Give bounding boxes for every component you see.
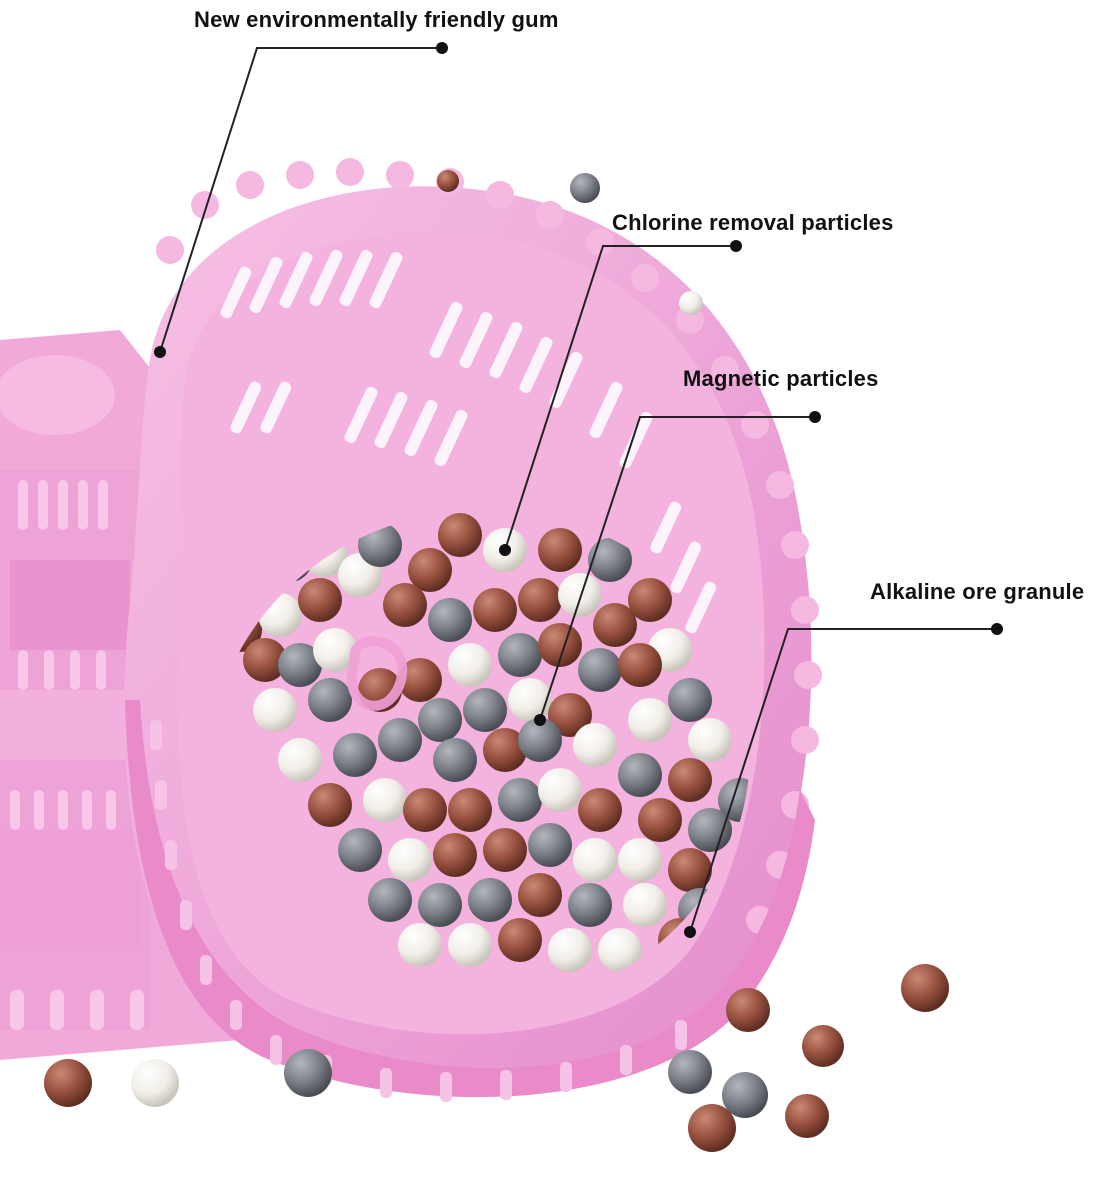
- inner-loop: [346, 636, 408, 711]
- callout-magnetic-label: Magnetic particles: [683, 366, 879, 391]
- leader-dots: [154, 42, 1003, 938]
- callout-alkaline-label: Alkaline ore granule: [870, 579, 1085, 604]
- callout-chlorine-label: Chlorine removal particles: [612, 210, 894, 235]
- callout-gum-label: New environmentally friendly gum: [194, 7, 559, 32]
- leader-lines: [159, 47, 997, 933]
- scattered-balls: [44, 170, 949, 1152]
